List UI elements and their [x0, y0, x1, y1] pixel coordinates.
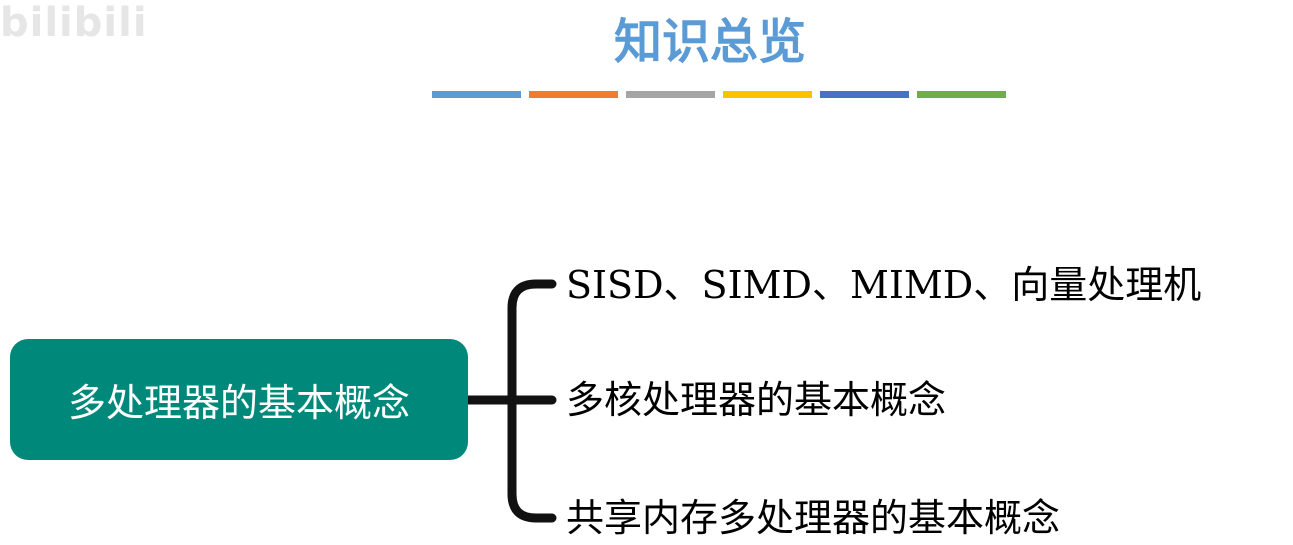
stripe-3 — [626, 91, 715, 98]
stripe-6 — [917, 91, 1006, 98]
branch-item-1: SISD、SIMD、MIMD、向量处理机 — [566, 263, 1202, 307]
branch-item-2: 多核处理器的基本概念 — [566, 378, 947, 422]
color-stripe-divider — [432, 91, 1006, 98]
stripe-4 — [723, 91, 812, 98]
root-node-label: 多处理器的基本概念 — [67, 381, 410, 425]
stripe-2 — [529, 91, 618, 98]
bilibili-watermark: bilibili — [0, 0, 148, 46]
page-title: 知识总览 — [613, 14, 806, 70]
stripe-5 — [820, 91, 909, 98]
stripe-1 — [432, 91, 521, 98]
branch-item-3: 共享内存多处理器的基本概念 — [566, 496, 1061, 540]
root-node: 多处理器的基本概念 — [10, 339, 468, 460]
